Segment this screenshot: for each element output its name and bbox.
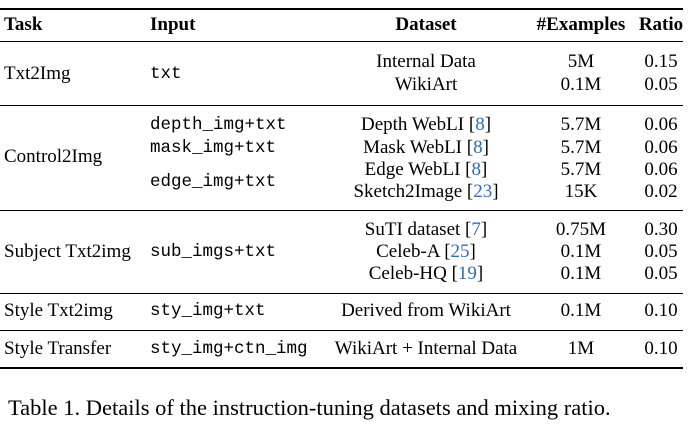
input-cell: edge_img+txt [150,172,277,192]
examples-cell: 5.7M [560,137,602,158]
examples-cell: 5.7M [560,114,602,135]
dataset-cell: Mask WebLI [8] [363,137,489,158]
top-rule [0,8,683,10]
header-examples: #Examples [536,14,626,35]
dataset-cell: Celeb-HQ [19] [368,263,484,284]
task-cell: Subject Txt2img [4,241,131,262]
dataset-cell: Depth WebLI [8] [360,114,492,135]
header-input: Input [150,14,196,35]
ratio-cell: 0.10 [644,300,678,321]
ratio-cell: 0.02 [644,181,678,202]
dataset-cell: Derived from WikiArt [341,300,511,321]
examples-cell: 0.1M [560,74,602,95]
ratio-cell: 0.06 [644,159,678,180]
examples-cell: 5M [567,51,595,72]
group-rule [0,330,683,331]
header-dataset: Dataset [395,14,457,35]
citation-link[interactable]: 23 [473,181,493,202]
group-rule [0,293,683,294]
citation-link[interactable]: 19 [457,263,477,284]
input-cell: txt [150,64,182,84]
input-cell: sty_img+ctn_img [150,339,308,359]
bottom-rule [0,367,683,369]
task-cell: Txt2Img [4,63,71,84]
input-cell: sty_img+txt [150,301,266,321]
dataset-cell: WikiArt [394,74,458,95]
dataset-cell: Sketch2Image [23] [353,181,499,202]
examples-cell: 15K [564,181,598,202]
examples-cell: 0.1M [560,241,602,262]
task-cell: Style Txt2img [4,300,113,321]
examples-cell: 0.1M [560,263,602,284]
input-cell: depth_img+txt [150,115,287,135]
task-cell: Control2Img [4,146,103,167]
dataset-cell: Internal Data [376,51,476,72]
header-ratio: Ratio [638,14,684,35]
dataset-cell: Edge WebLI [8] [364,159,488,180]
task-cell: Style Transfer [4,338,112,359]
examples-cell: 1M [567,338,595,359]
ratio-cell: 0.06 [644,137,678,158]
citation-link[interactable]: 8 [475,114,485,135]
table-caption: Table 1. Details of the instruction-tuni… [8,395,611,420]
header-rule [0,41,683,42]
input-cell: sub_imgs+txt [150,242,277,262]
header-task: Task [4,14,43,35]
examples-cell: 0.1M [560,300,602,321]
ratio-cell: 0.30 [644,219,678,240]
citation-link[interactable]: 25 [450,241,470,262]
examples-cell: 5.7M [560,159,602,180]
ratio-cell: 0.05 [644,241,678,262]
ratio-cell: 0.06 [644,114,678,135]
examples-cell: 0.75M [555,219,607,240]
input-cell: mask_img+txt [150,138,277,158]
ratio-cell: 0.15 [644,51,678,72]
dataset-cell: SuTI dataset [7] [364,219,488,240]
ratio-cell: 0.05 [644,74,678,95]
citation-link[interactable]: 8 [471,159,481,180]
dataset-cell: Celeb-A [25] [376,241,476,262]
dataset-cell: WikiArt + Internal Data [334,338,518,359]
citation-link[interactable]: 7 [471,219,481,240]
citation-link[interactable]: 8 [473,137,483,158]
group-rule [0,105,683,106]
ratio-cell: 0.10 [644,338,678,359]
group-rule [0,210,683,211]
ratio-cell: 0.05 [644,263,678,284]
